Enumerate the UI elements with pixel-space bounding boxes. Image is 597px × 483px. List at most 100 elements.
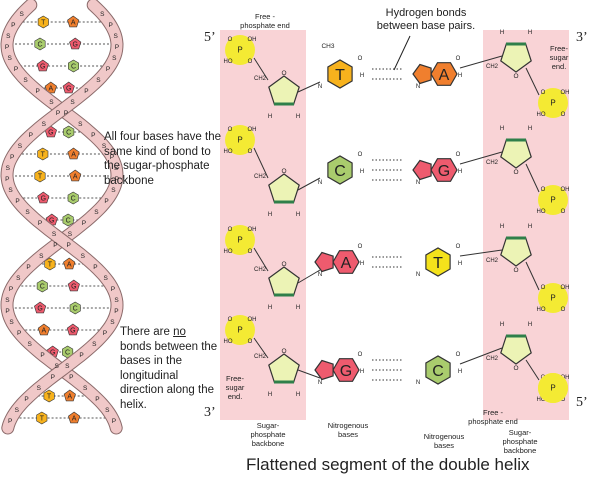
helix-base bbox=[62, 213, 74, 227]
nitrogen-atom: N bbox=[318, 180, 322, 186]
oxygen-atom: O bbox=[358, 352, 363, 358]
helix-base-label: T bbox=[38, 174, 43, 181]
glycosidic-bond bbox=[297, 81, 321, 93]
helix-base-label: G bbox=[50, 350, 55, 357]
oxygen-atom: O bbox=[228, 127, 233, 133]
hydrogen-atom: H bbox=[268, 392, 272, 398]
helix-sugar-letter: S bbox=[83, 385, 88, 392]
backbone-bond bbox=[525, 67, 540, 96]
hydrogen-bond-pointer bbox=[393, 35, 411, 71]
oxygen-atom: O bbox=[228, 37, 233, 43]
helix-base-label: C bbox=[71, 64, 76, 71]
hydroxyl-label: HO bbox=[537, 209, 546, 215]
base-letter-bg bbox=[435, 65, 453, 83]
helix-base bbox=[36, 411, 48, 425]
helix-sugar-letter: S bbox=[15, 407, 20, 414]
hydrogen-atom: H bbox=[500, 322, 504, 328]
hydrogen-atom: H bbox=[268, 305, 272, 311]
helix-phosphate-letter: P bbox=[5, 308, 9, 315]
ch2-group: CH2 bbox=[254, 76, 267, 82]
hydrogen-atom: H bbox=[296, 114, 300, 120]
oxygen-atom: O bbox=[358, 244, 363, 250]
helix-base bbox=[67, 191, 79, 205]
helix-base bbox=[37, 323, 50, 336]
helix-base bbox=[36, 59, 49, 72]
helix-phosphate-letter: P bbox=[14, 66, 18, 73]
helix-base-label: T bbox=[40, 416, 45, 423]
hydroxyl-label: HO bbox=[537, 397, 546, 403]
helix-strand-back bbox=[1, 0, 123, 434]
helix-sugar-letter: S bbox=[70, 99, 75, 106]
ch2-group: CH2 bbox=[486, 356, 499, 362]
helix-base bbox=[69, 301, 81, 315]
oxygen-atom: O bbox=[248, 339, 253, 345]
helix-sugar-letter: S bbox=[8, 187, 13, 194]
oxygen-atom: O bbox=[561, 307, 566, 313]
helix-base bbox=[37, 15, 49, 29]
phosphate-circle bbox=[538, 283, 568, 313]
oxygen-atom: O bbox=[561, 209, 566, 215]
helix-sugar-letter: S bbox=[27, 341, 32, 348]
helix-sugar-letter: S bbox=[25, 209, 30, 216]
pyrimidine-ring bbox=[425, 247, 451, 277]
helix-phosphate-letter: P bbox=[8, 418, 12, 425]
oxygen-atom: O bbox=[561, 112, 566, 118]
base-letter: T bbox=[433, 255, 443, 272]
hydrogen-atom: H bbox=[360, 73, 364, 79]
glycosidic-bond bbox=[297, 269, 321, 284]
phosphorus-atom: P bbox=[237, 46, 242, 55]
helix-base-label: A bbox=[71, 20, 76, 27]
oxygen-atom: O bbox=[541, 285, 546, 291]
oxygen-atom: O bbox=[456, 56, 461, 62]
phosphorus-atom: P bbox=[550, 384, 555, 393]
helix-phosphate-letter: P bbox=[69, 374, 73, 381]
phosphate-circle bbox=[538, 88, 568, 118]
helix-phosphate-letter: P bbox=[66, 242, 70, 249]
free-phosphate-end-top-label: Free - phosphate end bbox=[240, 12, 290, 30]
helix-sugar-letter: S bbox=[81, 253, 86, 260]
ring-oxygen: O bbox=[281, 168, 286, 175]
helix-phosphate-letter: P bbox=[115, 176, 119, 183]
helix-sugar-letter: S bbox=[9, 319, 14, 326]
oxygen-atom: O bbox=[456, 152, 461, 158]
helix-base bbox=[34, 37, 46, 51]
oxygen-atom: O bbox=[228, 317, 233, 323]
oxygen-atom: O bbox=[228, 227, 233, 233]
hydrogen-atom: H bbox=[500, 126, 504, 132]
base-letter-bg bbox=[337, 253, 355, 271]
backbone-bond bbox=[253, 247, 269, 272]
helix-base bbox=[69, 37, 82, 50]
helix-base bbox=[63, 389, 76, 402]
helix-phosphate-letter: P bbox=[10, 154, 14, 161]
purine-five-ring bbox=[412, 63, 432, 85]
helix-phosphate-letter: P bbox=[24, 396, 28, 403]
helix-sugar-letter: S bbox=[6, 165, 11, 172]
helix-base-label: G bbox=[48, 130, 53, 137]
helix-sugar-letter: S bbox=[78, 121, 83, 128]
glycosidic-bond bbox=[459, 249, 503, 257]
helix-base-label: G bbox=[40, 64, 45, 71]
purine-five-ring bbox=[314, 359, 334, 381]
ring-oxygen: O bbox=[513, 73, 518, 80]
base-letter-bg bbox=[337, 361, 355, 379]
helix-sugar-letter: S bbox=[18, 143, 23, 150]
backbone-bond bbox=[525, 163, 540, 193]
helix-phosphate-letter: P bbox=[114, 308, 118, 315]
oxygen-atom: O bbox=[248, 249, 253, 255]
helix-base-label: C bbox=[66, 218, 71, 225]
helix-base bbox=[44, 81, 57, 94]
ch2-group: CH2 bbox=[486, 258, 499, 264]
helix-phosphate-letter: P bbox=[111, 286, 115, 293]
base-letter: T bbox=[335, 67, 345, 84]
ch2-group: CH2 bbox=[486, 160, 499, 166]
helix-phosphate-letter: P bbox=[79, 352, 83, 359]
hydrogen-atom: H bbox=[458, 261, 462, 267]
helix-base bbox=[68, 411, 81, 424]
helix-phosphate-letter: P bbox=[5, 176, 9, 183]
